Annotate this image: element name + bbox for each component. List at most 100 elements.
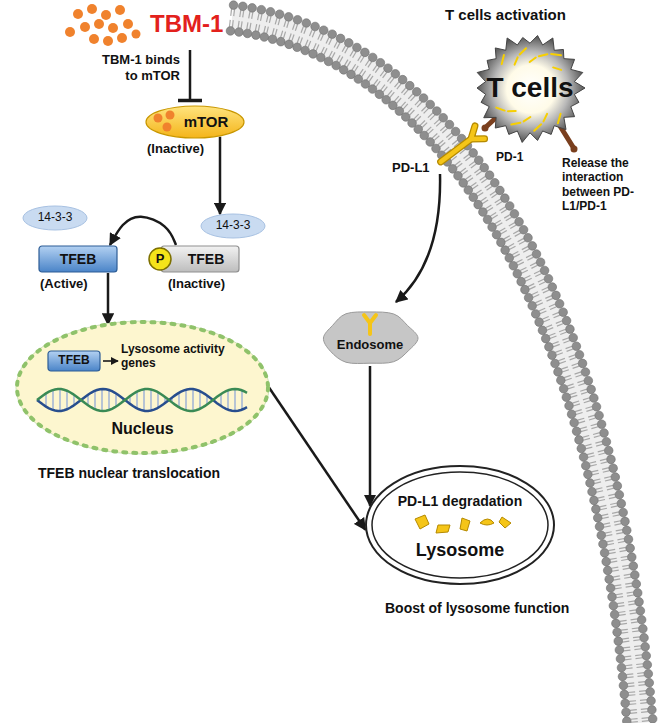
- node-text: 14-3-3: [22, 211, 88, 225]
- lipid-head: [642, 651, 651, 660]
- lipid-tail: [612, 570, 619, 571]
- lipid-tail: [281, 31, 283, 38]
- nucleus-ellipse: [101, 389, 103, 411]
- lipid-tail: [622, 641, 629, 643]
- lipid-head: [552, 291, 561, 300]
- lysosome-ellipse: [415, 515, 429, 529]
- lipid-head: [607, 455, 616, 464]
- lipid-tail: [524, 276, 530, 279]
- lipid-tail: [543, 290, 549, 293]
- lipid-tail: [509, 246, 515, 249]
- lipid-head: [531, 310, 540, 319]
- lipid-head: [648, 706, 657, 715]
- lipid-head: [540, 266, 549, 275]
- lipid-tail: [359, 69, 363, 75]
- lipid-head: [597, 420, 606, 429]
- lipid-head: [488, 223, 497, 232]
- lipid-tail: [589, 462, 596, 464]
- lipid-tail: [350, 50, 354, 56]
- node-text: T cells: [465, 72, 595, 104]
- lipid-tail: [577, 380, 584, 382]
- tbm-1-molecules: [65, 27, 75, 37]
- lipid-head: [361, 48, 370, 57]
- lipid-tail: [642, 720, 649, 722]
- lipid-tail: [628, 685, 635, 687]
- lipid-tail: [616, 594, 623, 595]
- lipid-tail: [578, 383, 585, 385]
- lipid-tail: [624, 577, 631, 578]
- lipid-tail: [233, 9, 235, 16]
- lipid-tail: [422, 123, 427, 128]
- lipid-head: [229, 1, 238, 10]
- tbm-1-molecules: [94, 19, 104, 29]
- lipid-head: [433, 107, 442, 116]
- lipid-tail: [381, 85, 385, 91]
- lipid-tail: [619, 614, 626, 616]
- lipid-bilayer: [226, 1, 657, 723]
- lipid-head: [588, 487, 597, 496]
- lipid-tail: [516, 259, 522, 262]
- lipid-tail: [345, 47, 348, 53]
- lipid-tail: [580, 389, 587, 391]
- lipid-head: [646, 687, 655, 696]
- lipid-head: [605, 575, 614, 584]
- protein-oval: 14-3-3: [200, 213, 266, 239]
- lipid-head: [613, 482, 622, 491]
- lipid-tail: [455, 161, 461, 165]
- lipid-head: [474, 156, 483, 165]
- lipid-head: [301, 46, 310, 55]
- lipid-head: [584, 376, 593, 385]
- lipid-tail: [300, 38, 302, 45]
- lipid-tail: [496, 223, 502, 227]
- lipid-tail: [587, 453, 594, 455]
- lipid-head: [517, 277, 526, 286]
- lipid-tail: [481, 197, 487, 201]
- lipid-head: [619, 508, 628, 517]
- lipid-head: [622, 717, 631, 723]
- receptor-label: PD-1: [496, 150, 523, 164]
- lipid-tail: [243, 11, 244, 18]
- lipid-tail: [572, 363, 579, 365]
- lipid-tail: [603, 523, 610, 524]
- lipid-head: [243, 29, 252, 38]
- lipid-tail: [589, 418, 596, 420]
- nucleus-ellipse: [178, 393, 180, 407]
- lipid-head: [592, 505, 601, 514]
- lipid-tail: [581, 430, 588, 432]
- lipid-tail: [564, 375, 571, 377]
- lipid-tail: [629, 609, 636, 611]
- lipid-tail: [397, 84, 401, 89]
- nucleus-ellipse: [241, 390, 243, 409]
- lipid-head: [490, 178, 499, 187]
- lipid-head: [575, 350, 584, 359]
- lipid-tail: [374, 79, 378, 85]
- nucleus-ellipse: [94, 391, 96, 410]
- lipid-tail: [639, 693, 646, 695]
- lipid-head: [644, 669, 653, 678]
- lipid-tail: [607, 544, 614, 545]
- lipid-head: [639, 624, 648, 633]
- lipid-tail: [575, 372, 582, 374]
- lipid-tail: [275, 29, 277, 36]
- lipid-tail: [621, 632, 628, 634]
- lipid-head: [464, 186, 473, 195]
- lipid-head: [555, 299, 564, 308]
- lipid-tail: [603, 471, 610, 473]
- lipid-tail: [304, 27, 306, 34]
- tfeb-nuclear-box: TFEB: [47, 350, 101, 372]
- lipid-tail: [241, 21, 242, 28]
- process-caption: TFEB nuclear translocation: [38, 465, 220, 482]
- pd-1-receptor: [571, 146, 578, 153]
- lipid-head: [584, 470, 593, 479]
- lipid-tail: [229, 20, 231, 27]
- lipid-head: [559, 308, 568, 317]
- lipid-head: [536, 258, 545, 267]
- lipid-tail: [560, 332, 567, 335]
- lipid-tail: [578, 418, 585, 420]
- mtor-complex: [146, 106, 244, 138]
- lipid-head: [548, 283, 557, 292]
- lipid-tail: [539, 308, 545, 311]
- lipid-head: [604, 446, 613, 455]
- lipid-tail: [383, 87, 387, 93]
- inhibition-mark: [189, 50, 192, 100]
